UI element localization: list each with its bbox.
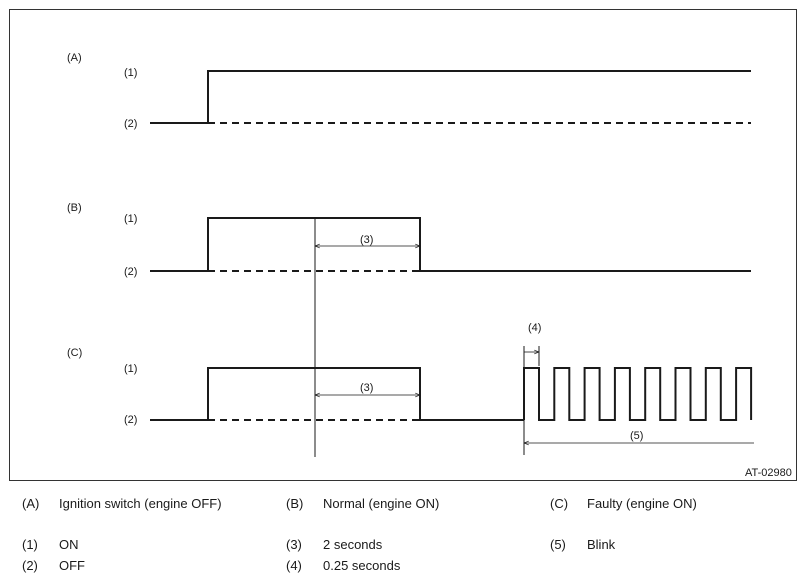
panel-a-level-on: (1) [124,67,137,79]
legend-key: (4) [286,558,302,573]
legend-text: Blink [587,537,616,552]
legend-text: 2 seconds [323,537,383,552]
legend-key: (C) [550,496,569,511]
panel-b-signal [150,217,751,272]
panel-b-label: (B) [67,202,82,214]
legend-key: (5) [550,537,566,552]
panel-c-level-off: (2) [124,414,137,426]
legend-text: 0.25 seconds [323,558,401,573]
legend-text: OFF [59,558,85,573]
panel-c-duration-label: (3) [360,382,373,394]
legend-text: Normal (engine ON) [323,496,440,511]
timing-diagram-frame [9,9,797,481]
blink-pulse-train [523,367,753,421]
panel-c-blink-pulses [523,367,753,421]
panel-b-level-off: (2) [124,266,137,278]
figure-id: AT-02980 [745,467,792,479]
panel-c-signal [150,367,524,421]
panel-b-duration-label: (3) [360,234,373,246]
legend-text: ON [59,537,79,552]
legend-key: (1) [22,537,38,552]
blink-period-label: (4) [528,322,541,334]
blink-span-label: (5) [630,430,643,442]
panel-c-label: (C) [67,347,82,359]
panel-a-level-off: (2) [124,118,137,130]
legend-text: Faulty (engine ON) [587,496,697,511]
legend-key: (A) [22,496,40,511]
legend-key: (3) [286,537,302,552]
panel-a-signal [150,70,751,124]
panel-c-level-on: (1) [124,363,137,375]
timing-diagram: (A) (1) (2) (B) (1) (2) (3) (C) (1) (2) … [67,52,792,479]
legend-key: (2) [22,558,38,573]
panel-b-level-on: (1) [124,213,137,225]
legend-text: Ignition switch (engine OFF) [59,496,222,511]
legend-key: (B) [286,496,304,511]
panel-a-label: (A) [67,52,82,64]
